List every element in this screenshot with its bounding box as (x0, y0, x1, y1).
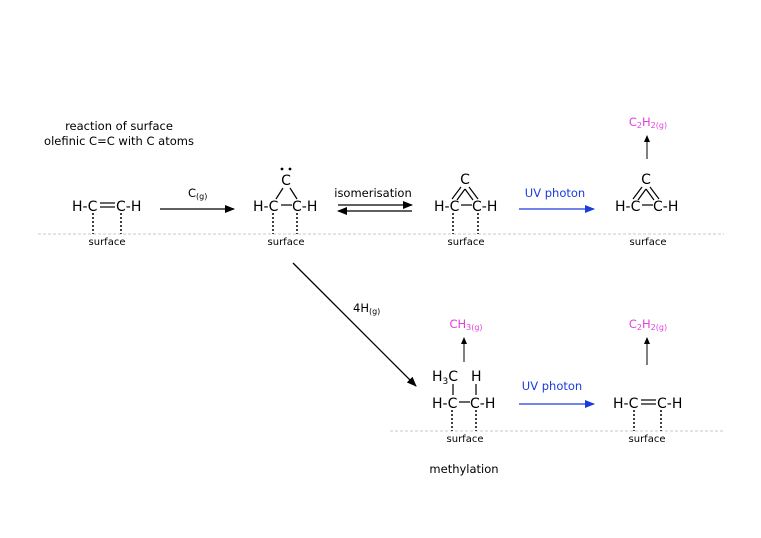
atom-c-h-right: C-H (116, 199, 141, 215)
atom-h-c-left: H-C (432, 396, 458, 412)
ring-double-bond-left-a (451, 186, 462, 200)
lone-pair-dot (288, 167, 292, 171)
atom-h-c-left: H-C (72, 199, 98, 215)
product-acetylene-bottom: C2H2(g) (629, 317, 667, 332)
ring-bond-left (275, 187, 284, 200)
label-isomerisation: isomerisation (334, 186, 412, 200)
surface-label: surface (89, 237, 126, 248)
ring-double-bond-right-b (464, 188, 474, 201)
atom-h-c-left: H-C (613, 396, 639, 412)
atom-h-c-left: H-C (253, 199, 279, 215)
surface-label: surface (447, 434, 484, 445)
product-methyl: CH3(g) (449, 317, 482, 332)
ring-double-bond-right-a (468, 186, 479, 200)
ring-double-bond-left-a (632, 186, 643, 200)
ring-double-bond-left-b (456, 188, 466, 201)
molecule-carbene-ring: C H-C C-H surface (253, 167, 317, 248)
molecule-ethylene-final: H-C C-H surface (613, 396, 682, 445)
ring-bond-right (289, 187, 298, 200)
reagent-carbon: C(g) (188, 186, 207, 201)
title-line-1: reaction of surface (65, 119, 173, 133)
atom-h-top: H (471, 369, 482, 385)
atom-c-h-right: C-H (653, 199, 678, 215)
surface-label: surface (630, 237, 667, 248)
surface-label: surface (268, 237, 305, 248)
atom-c-h-right: C-H (292, 199, 317, 215)
atom-h-c-left: H-C (434, 199, 460, 215)
molecule-methylated: H3C H H-C C-H surface (432, 369, 495, 445)
product-acetylene-top: C2H2(g) (629, 115, 667, 130)
molecule-ethylene-surface: H-C C-H surface (72, 199, 141, 248)
atom-c-top: C (460, 172, 470, 188)
atom-h3c: H3C (432, 369, 458, 387)
arrow-methylation (292, 262, 417, 387)
atom-h-c-left: H-C (615, 199, 641, 215)
title-line-2: olefinic C=C with C atoms (44, 134, 194, 148)
atom-c-h-right: C-H (470, 396, 495, 412)
molecule-cyclopropene-ring-uv: C H-C C-H surface (615, 172, 678, 248)
reagent-hydrogen: 4H(g) (353, 301, 380, 316)
label-uv-photon-top: UV photon (525, 186, 585, 200)
ring-double-bond-right-a (649, 186, 660, 200)
ring-double-bond-right-b (645, 188, 655, 201)
atom-c-top: C (281, 173, 291, 189)
atom-c-h-right: C-H (472, 199, 497, 215)
atom-c-h-right: C-H (657, 396, 682, 412)
label-methylation: methylation (429, 462, 498, 476)
ring-double-bond-left-b (637, 188, 647, 201)
atom-c-top: C (641, 172, 651, 188)
surface-label: surface (448, 237, 485, 248)
surface-label: surface (629, 434, 666, 445)
label-uv-photon-bottom: UV photon (522, 379, 582, 393)
lone-pair-dot (280, 167, 284, 171)
molecule-cyclopropene-ring: C H-C C-H surface (434, 172, 497, 248)
